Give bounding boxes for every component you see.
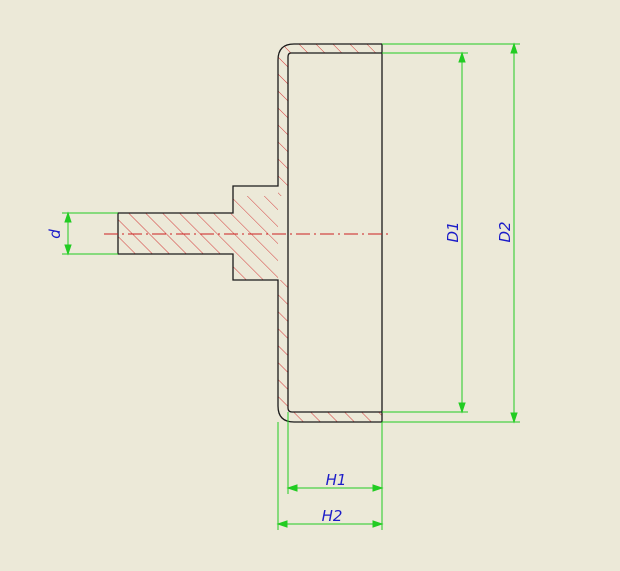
cup-inner-outline: [287, 52, 382, 413]
dimension-D2-label: D2: [496, 221, 514, 242]
dimension-H2-label: H2: [322, 507, 343, 525]
dimension-d: [62, 211, 118, 256]
dimension-D1: [382, 51, 468, 414]
dimension-D2: [382, 42, 520, 424]
part-section-hatch: [118, 44, 382, 422]
dimension-D1-label: D1: [444, 221, 462, 242]
dimension-H2: [276, 422, 384, 530]
dimension-H1-label: H1: [326, 471, 347, 489]
dimension-d-label: d: [46, 229, 64, 239]
dimension-H1: [286, 412, 384, 530]
